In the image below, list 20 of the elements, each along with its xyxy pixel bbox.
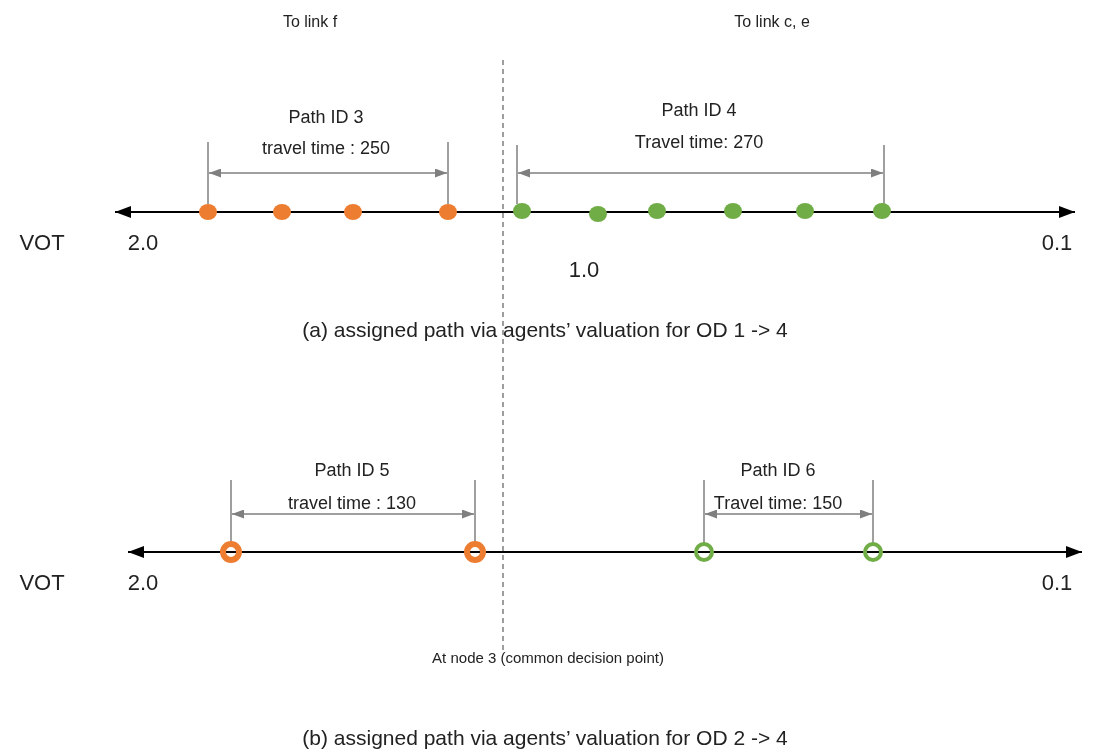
- travel-time-label: Travel time: 270: [634, 131, 764, 153]
- path-label: Path ID 5: [314, 459, 390, 481]
- travel-time-label: Travel time: 150: [713, 492, 843, 514]
- axis-title: VOT: [19, 570, 65, 596]
- panel-caption: (a) assigned path via agents’ valuation for OD 1 -> 4: [302, 318, 788, 342]
- travel-time-label: travel time : 250: [261, 137, 391, 159]
- path-label: Path ID 6: [740, 459, 816, 481]
- region-label: To link f: [282, 13, 338, 31]
- path-label: Path ID 3: [288, 106, 364, 128]
- axis-value: 2.0: [127, 570, 159, 596]
- path-label: Path ID 4: [661, 99, 737, 121]
- annotation-label: At node 3 (common decision point): [432, 648, 664, 666]
- axis-value: 2.0: [127, 230, 159, 256]
- travel-time-label: travel time : 130: [287, 492, 417, 514]
- panel-caption: (b) assigned path via agents’ valuation for OD 2 -> 4: [302, 726, 788, 750]
- axis-value: 1.0: [568, 257, 600, 283]
- region-label: To link c, e: [734, 13, 810, 31]
- axis-value: 0.1: [1041, 230, 1073, 256]
- axis-title: VOT: [19, 230, 65, 256]
- axis-value: 0.1: [1041, 570, 1073, 596]
